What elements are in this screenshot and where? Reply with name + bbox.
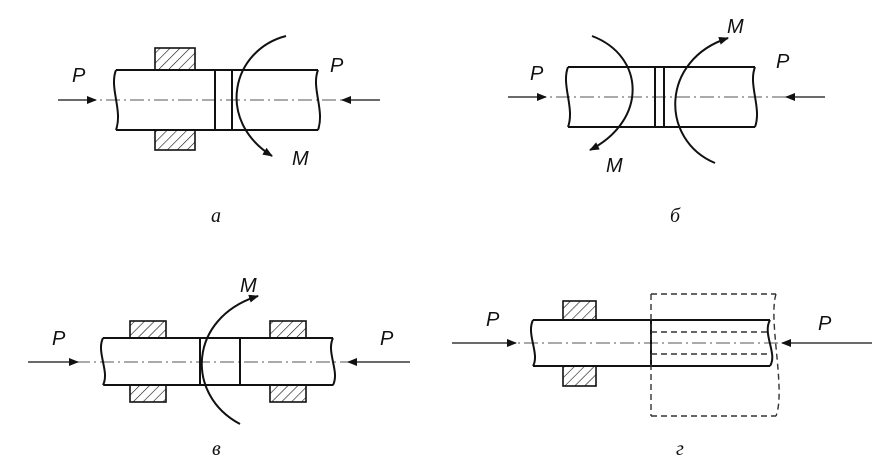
moment-label: M (292, 148, 309, 170)
moment-label: M (727, 16, 744, 38)
clamp-block-top (562, 300, 597, 321)
caption-g: г (676, 438, 684, 460)
force-label: P (818, 313, 832, 335)
clamp-block-top (129, 320, 167, 339)
force-label: P (72, 65, 86, 87)
dashed-outline (650, 293, 780, 417)
scheme-a: M P P а (58, 35, 380, 227)
force-label: P (486, 309, 500, 331)
clamp-block-top (154, 47, 196, 71)
clamp-block-bottom (154, 129, 196, 151)
moment-arrow (674, 36, 729, 164)
scheme-b: M M P P б (508, 16, 825, 227)
clamp-block-bottom (562, 365, 597, 387)
moment-label: M (240, 275, 257, 297)
moment-arrow (589, 35, 634, 151)
scheme-g: P P г (452, 293, 872, 460)
force-label: P (52, 328, 66, 350)
scheme-v: M P P в (28, 275, 410, 460)
moment-label: M (606, 155, 623, 177)
clamp-block-bottom (129, 384, 167, 403)
caption-b: б (670, 205, 681, 227)
shaft (100, 337, 336, 386)
clamp-block-top (269, 320, 307, 339)
shaft (564, 66, 759, 128)
moment-arrow (200, 294, 259, 425)
force-label: P (380, 328, 394, 350)
caption-v: в (212, 438, 221, 460)
clamp-block-bottom (269, 384, 307, 403)
force-label: P (330, 55, 344, 77)
force-label: P (530, 63, 544, 85)
caption-a: а (211, 205, 221, 227)
force-label: P (776, 51, 790, 73)
shaft-end (766, 319, 774, 367)
shaft (112, 69, 322, 131)
moment-arrow (235, 35, 287, 157)
